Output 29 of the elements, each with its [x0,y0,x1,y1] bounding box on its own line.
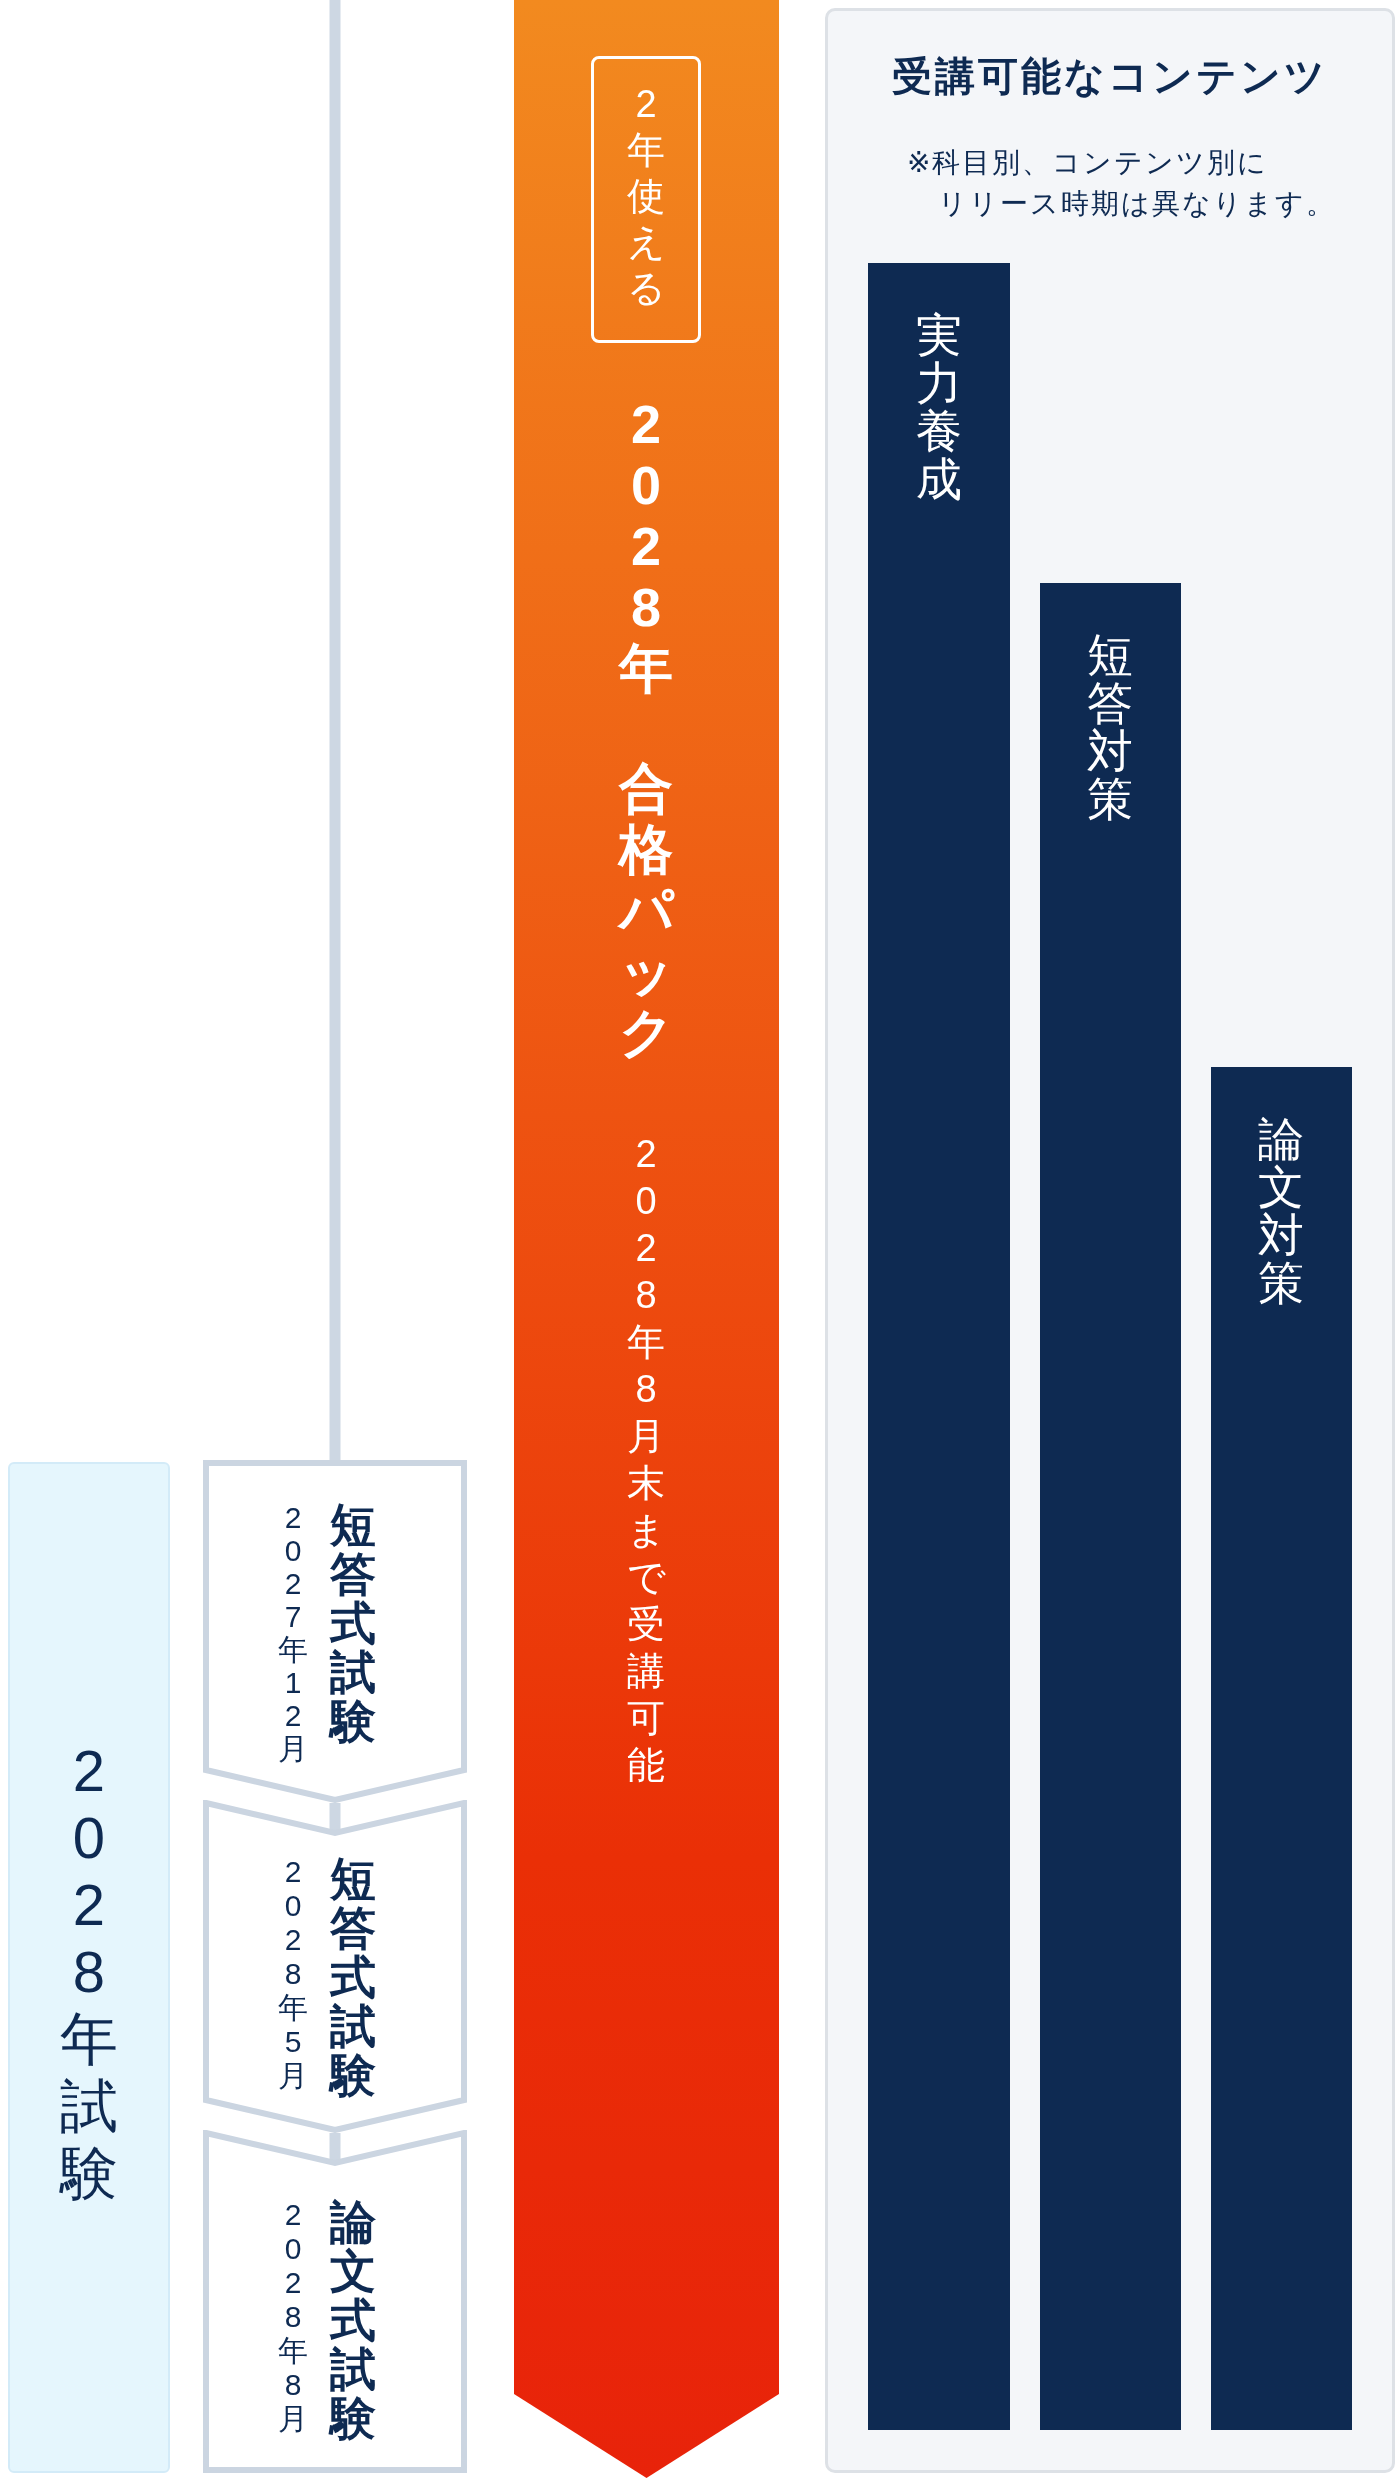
banner-title: 2028年 [617,394,674,699]
year-panel [8,1462,170,2473]
content-bar [868,263,1010,2430]
panel-heading: 受講可能なコンテンツ [892,53,1328,99]
exam-name: 短答式試験 [329,1855,377,2100]
exam-step-card [203,1460,467,1803]
bar-label: 論文対策 [1257,1115,1305,1307]
bar-label: 実力養成 [915,311,963,503]
content-bar [1040,583,1181,2430]
timeline-line [329,1803,341,1830]
banner-title: 合格パック [617,758,675,1063]
panel-note: ※科目別、コンテンツ別にリリース時期は異なります。 [907,146,1336,221]
year-label: 2028年試験 [58,1737,119,2206]
exam-date: 2027年12月 [277,1501,309,1765]
exam-date: 2028年8月 [277,2198,309,2436]
badge-frame [591,56,701,343]
exam-date: 2028年5月 [277,1855,309,2093]
timeline-line [329,2133,341,2160]
bar-label: 短答対策 [1086,631,1134,823]
content-bar [1211,1067,1352,2430]
timeline-line [329,0,341,1460]
content-panel [825,8,1395,2473]
exam-name: 短答式試験 [329,1501,377,1746]
exam-step-card [203,2130,467,2473]
exam-step-card [203,1800,467,2133]
banner-subtitle: 2028年8月末まで受講可能 [626,1132,666,1788]
badge-text: 2年使える [626,82,666,311]
arrow-banner [514,0,779,2478]
exam-name: 論文式試験 [329,2198,377,2443]
